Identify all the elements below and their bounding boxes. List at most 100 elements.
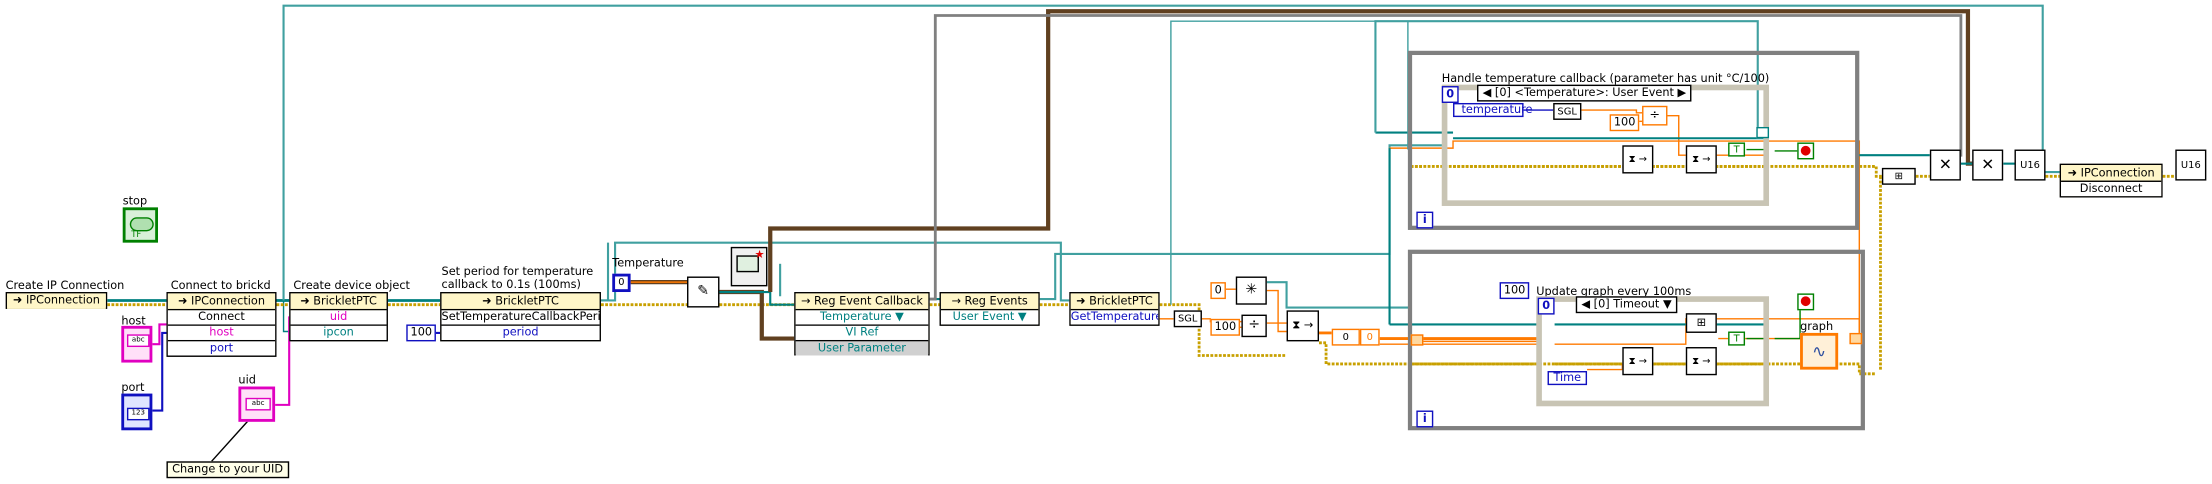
stop-control[interactable]: TF — [122, 207, 158, 243]
set-period-param: period — [441, 325, 600, 340]
dropdown-icon[interactable]: ▼ — [895, 310, 904, 324]
divisor-constant-a[interactable]: 100 — [1609, 114, 1640, 132]
close-reference-node[interactable]: U16 — [2014, 149, 2046, 181]
wire-refnum-teal-top — [1374, 20, 1759, 133]
vi-icon — [736, 255, 759, 273]
get-date-time-node[interactable]: ✳ — [1235, 276, 1267, 305]
label-stop: stop — [122, 194, 148, 208]
while-loop-callback — [1407, 50, 1860, 230]
stop-icon: ● — [1800, 143, 1812, 158]
wire-note — [211, 418, 251, 462]
temperature-event-terminal[interactable]: 0 — [612, 273, 631, 293]
x-icon: ✕ — [1938, 155, 1952, 174]
connect-host: host — [167, 325, 276, 342]
uid-note: Change to your UID — [166, 461, 289, 479]
star-icon: ★ — [754, 248, 765, 261]
stop-terminal-2[interactable]: ● — [1797, 293, 1815, 311]
bundle-icon: ⊞ — [1696, 315, 1707, 329]
reg-event-callback-title: Reg Event Callback — [814, 294, 923, 308]
reg-events-row: User Event ▼ — [940, 310, 1039, 325]
wire-ipcon-top — [282, 4, 2060, 301]
array-icon: ⧗ → — [1692, 153, 1711, 166]
reg-events-title: Reg Events — [964, 294, 1028, 308]
reg-event-row-viref: VI Ref — [795, 325, 929, 342]
dropdown-left-icon: ◀ — [1482, 86, 1492, 99]
close-icon: U16 — [2020, 159, 2040, 171]
event-selector-timeout[interactable]: ◀ [0] Timeout ▼ — [1575, 296, 1678, 314]
dropdown-icon: ▼ — [1662, 297, 1672, 311]
brickletptc-constructor[interactable]: ➜ BrickletPTC uid ipcon — [289, 292, 388, 342]
bundle-node-graph[interactable]: ⧗ → — [1622, 347, 1654, 376]
true-constant-2[interactable]: T — [1728, 331, 1746, 346]
arrow-icon: → — [800, 294, 811, 308]
build-array-node[interactable]: ⊞ — [1685, 313, 1717, 333]
set-period-method: SetTemperatureCallbackPeriod — [441, 310, 600, 326]
label-update-graph: Update graph every 100ms — [1536, 284, 1692, 298]
label-set-period-1: Set period for temperature — [441, 265, 594, 278]
set-period-node[interactable]: ➜ BrickletPTC SetTemperatureCallbackPeri… — [440, 292, 601, 342]
ipconnection-constructor[interactable]: ➜ IPConnection — [5, 292, 108, 309]
dropdown-left-icon: ◀ — [1581, 297, 1591, 311]
arrow-icon: ➜ — [12, 293, 23, 307]
event-reg-tunnel-icon — [1756, 126, 1770, 139]
stop-switch-icon — [129, 217, 154, 232]
disconnect-method: Disconnect — [2061, 181, 2162, 197]
wire-error-7 — [1159, 303, 1287, 357]
bundle-node-callback[interactable]: ⧗ → — [1622, 145, 1654, 174]
wire-user-event-2 — [719, 290, 795, 306]
port-control[interactable]: 123 — [121, 393, 153, 431]
uid-type: abc — [245, 397, 271, 411]
this-vi-reference[interactable]: ★ — [730, 246, 768, 287]
brickletptc-title: BrickletPTC — [313, 294, 377, 308]
wire-port — [152, 331, 167, 412]
host-control[interactable]: abc — [121, 325, 153, 363]
label-temperature: Temperature — [612, 256, 684, 270]
stop-icon: ● — [1800, 294, 1812, 309]
get-temperature-node[interactable]: ➜ BrickletPTC GetTemperature — [1069, 292, 1160, 326]
true-constant-1[interactable]: T — [1728, 142, 1746, 157]
stop-type: TF — [131, 229, 142, 240]
get-temperature-title: BrickletPTC — [1089, 294, 1153, 308]
zero-constant[interactable]: 0 — [1210, 282, 1227, 300]
wire-device-top — [600, 242, 610, 302]
array-constant-b[interactable]: 0 — [1359, 328, 1380, 346]
connect-method: Connect — [167, 310, 276, 326]
graph-terminal[interactable]: ∿ — [1800, 332, 1839, 370]
x-icon: ✕ — [1981, 155, 1995, 174]
arrow-icon: ➜ — [300, 294, 310, 308]
bundle-node[interactable]: ⧗ → — [1286, 310, 1320, 342]
asterisk-icon: ✳ — [1245, 282, 1258, 298]
dropdown-right-icon: ▶ — [1677, 86, 1687, 99]
sgl-conversion-2[interactable]: SGL — [1553, 102, 1582, 120]
stop-terminal-1[interactable]: ● — [1797, 142, 1815, 160]
timeout-constant[interactable]: 100 — [1499, 282, 1530, 300]
wave-icon: ∿ — [1812, 341, 1827, 362]
flag-icon: ✎ — [697, 283, 710, 300]
label-uid: uid — [238, 373, 256, 387]
unregister-events-node[interactable]: ✕ — [1929, 149, 1961, 181]
divide-node-a[interactable]: ÷ — [1642, 105, 1668, 126]
create-user-event-node[interactable]: ✎ — [687, 276, 720, 308]
connect-node[interactable]: ➜ IPConnection Connect host port — [166, 292, 277, 357]
close-ipcon-reference-node[interactable]: U16 — [2175, 149, 2207, 181]
array-node-callback[interactable]: ⧗ → — [1685, 145, 1717, 174]
reg-events-node[interactable]: → Reg Events User Event ▼ — [939, 292, 1040, 326]
divide-node-b[interactable]: ÷ — [1241, 314, 1267, 338]
destroy-user-event-node[interactable]: ✕ — [1972, 149, 2004, 181]
dropdown-icon[interactable]: ▼ — [1017, 310, 1027, 324]
uid-control[interactable]: abc — [238, 386, 276, 422]
array-constant-a[interactable]: 0 — [1331, 328, 1360, 346]
shift-register-left-icon — [1410, 334, 1424, 346]
array-node-graph[interactable]: ⧗ → — [1685, 347, 1717, 376]
period-constant[interactable]: 100 — [406, 324, 437, 342]
divisor-constant-b[interactable]: 100 — [1210, 318, 1241, 336]
reg-event-callback-node[interactable]: → Reg Event Callback Temperature ▼ VI Re… — [794, 292, 930, 356]
host-type: abc — [126, 334, 150, 348]
case-index-2: 0 — [1537, 297, 1555, 315]
event-selector-temperature[interactable]: ◀ [0] <Temperature>: User Event ▶ — [1477, 84, 1692, 102]
while-loop-graph — [1407, 249, 1865, 431]
sgl-conversion[interactable]: SGL — [1173, 310, 1202, 328]
merge-errors-node[interactable]: ⊞ — [1881, 167, 1916, 185]
disconnect-node[interactable]: ➜ IPConnection Disconnect — [2059, 163, 2163, 198]
